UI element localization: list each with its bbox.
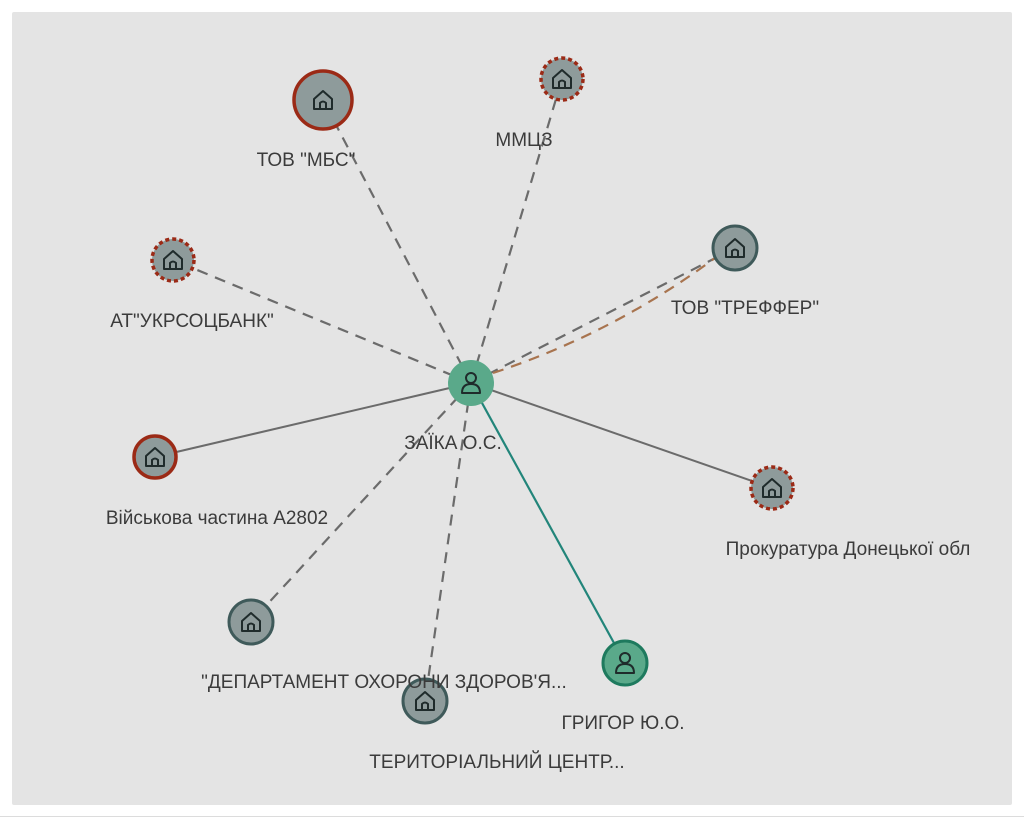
labels-layer: ТОВ "МБС" ММЦЗ АТ"УКРСОЦБАНК" ТОВ "ТРЕФФЕР"… [106,130,971,773]
building-door [319,100,327,109]
building-icon [163,250,183,270]
node-zaika[interactable] [448,360,494,406]
bottom-divider [0,816,1024,817]
graph-canvas[interactable] [12,12,1012,805]
node-label-treffer: ТОВ "ТРЕФФЕР" [671,298,819,319]
node-territorial[interactable] [401,677,449,725]
node-circle[interactable] [711,224,759,272]
edge-zaika-territorial[interactable] [423,382,473,702]
node-circle[interactable] [749,465,795,511]
node-prosecutor[interactable] [749,465,795,511]
building-icon [762,478,782,498]
edge-zaika-treffer[interactable] [470,247,736,384]
node-circle[interactable] [150,237,196,283]
node-label-hryhor: ГРИГОР Ю.О. [561,713,684,734]
building-door [731,248,739,257]
building-door [169,260,177,269]
edge-zaika-military[interactable] [154,382,472,458]
edge-zaika-hryhor[interactable] [470,382,626,664]
node-label-zaika: ЗАЇКА О.С. [404,433,502,454]
building-door [151,457,159,466]
node-ukrsotsbank[interactable] [150,237,196,283]
node-treffer[interactable] [711,224,759,272]
edge-zaika-mmtsz[interactable] [469,78,564,384]
person-body [461,383,481,394]
node-department[interactable] [227,598,275,646]
node-circle[interactable] [539,56,585,102]
node-circle[interactable] [132,434,178,480]
edge-zaika-ukrsotsbank[interactable] [172,258,472,385]
edge-zaika-treffer-alt[interactable] [492,257,716,375]
person-body [615,663,635,674]
node-label-ukrsotsbank: АТ"УКРСОЦБАНК" [110,311,274,332]
node-military[interactable] [132,434,178,480]
building-icon [415,691,435,711]
edge-zaika-prosecutor[interactable] [470,382,773,489]
node-circle[interactable] [292,69,354,131]
building-door [247,622,255,631]
building-icon [241,612,261,632]
node-label-military: Військова частина А2802 [106,508,328,529]
building-door [558,79,566,88]
node-label-mmtsz: ММЦЗ [495,130,552,151]
node-mmtsz[interactable] [539,56,585,102]
node-label-department: "ДЕПАРТАМЕНТ ОХОРОНИ ЗДОРОВ'Я... [201,672,567,693]
node-label-territorial: ТЕРИТОРІАЛЬНИЙ ЦЕНТР... [369,751,624,773]
node-mbs[interactable] [292,69,354,131]
edges-layer [154,78,773,702]
edge-zaika-department[interactable] [250,382,472,623]
node-label-prosecutor: Прокуратура Донецької обл [726,539,971,560]
node-hryhor[interactable] [601,639,649,687]
building-icon [145,447,165,467]
building-icon [313,90,333,110]
node-label-mbs: ТОВ "МБС" [257,150,356,171]
building-icon [725,238,745,258]
building-icon [552,69,572,89]
edge-zaika-mbs[interactable] [322,99,472,384]
nodes-layer [132,56,795,725]
node-circle[interactable] [227,598,275,646]
node-circle[interactable] [401,677,449,725]
building-door [768,488,776,497]
building-door [421,701,429,710]
